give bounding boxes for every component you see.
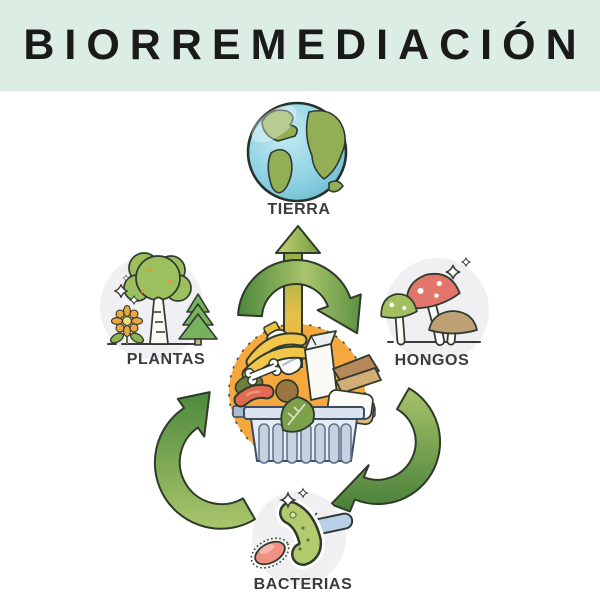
cardboard-icon [335,367,382,394]
bacteria-microbes-icon [250,488,354,585]
tan-mushroom-cap [428,310,478,335]
label-bacterias: BACTERIAS [253,576,353,593]
green-bacterium [276,498,326,569]
bin-slats [258,423,352,464]
cycle-arrow-left [153,391,256,530]
continent-south-america [267,148,293,194]
milk-carton-icon [304,330,338,401]
pine-tree [178,293,218,346]
earth-globe-icon [246,101,348,203]
sparkle-icon [461,257,471,267]
recycling-cycle-arrows [153,259,442,530]
cycle-arrow-top [237,259,362,335]
mushrooms-icon [380,257,489,362]
pink-bacterium [250,537,290,569]
red-mushroom-cap [406,272,461,310]
sausage-icon [233,383,275,408]
page-title: BIORREMEDIACIÓN [23,21,587,69]
label-hongos: HONGOS [394,352,470,369]
green-mushroom-cap [380,293,418,319]
flower [109,304,145,344]
title-banner: BIORREMEDIACIÓN [0,0,600,91]
trees-and-flower-icon [100,252,218,359]
cycle-arrow-right [330,387,442,513]
trash-pile [232,321,382,464]
birch-trunk [149,296,169,345]
leaf-icon [280,396,315,433]
label-tierra: TIERRA [267,201,331,218]
continent-africa [305,109,346,180]
globe-highlight [251,105,297,143]
continent-north [261,109,298,142]
bone-icon [244,358,282,386]
food-scrap-icon [275,379,299,403]
label-plantas: PLANTAS [126,351,206,368]
continent-small [328,180,344,193]
up-arrowhead [275,225,321,254]
